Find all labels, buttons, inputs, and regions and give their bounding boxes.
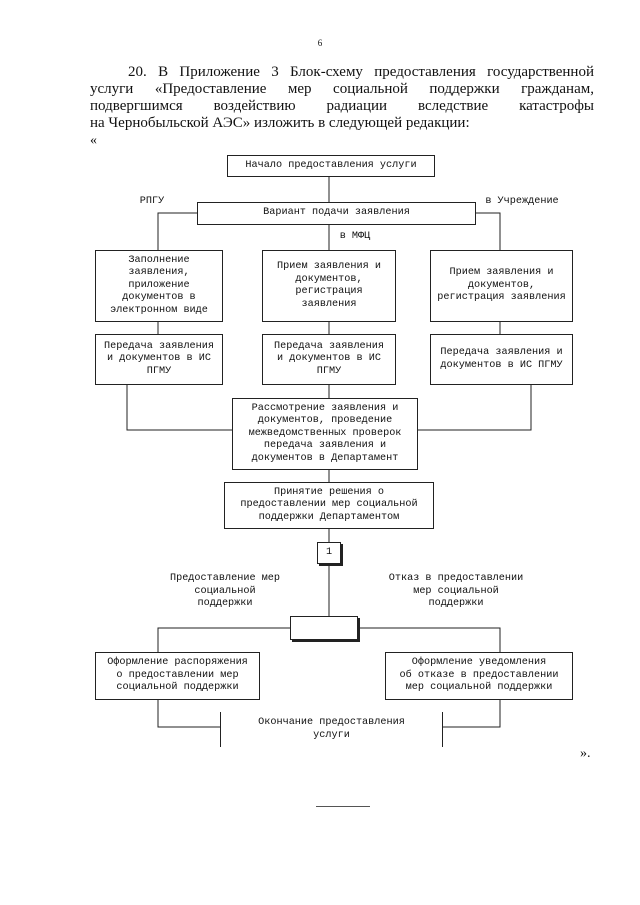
start-label: Начало предоставления услуги [245,159,417,171]
grant-order-box: Оформление распоряжения о предоставлении… [95,652,260,700]
transfer-middle-label: Передача заявления и документов в ИС ПГМ… [273,340,385,377]
refuse-notice-label: Оформление уведомления об отказе в предо… [399,657,559,694]
node-number-box: 1 [317,542,341,564]
rpgu-label: РПГУ [139,196,165,207]
end-box: Окончание предоставления услуги [220,712,443,747]
receive-institution-label: Прием заявления и документов, регистраци… [437,267,566,304]
paragraph-line: 20. В Приложение 3 Блок-схему предоставл… [128,64,594,80]
fill-online-label: Заполнение заявления, приложение докумен… [110,254,208,316]
start-box: Начало предоставления услуги [227,155,435,177]
transfer-right-box: Передача заявления и документов в ИС ПГМ… [430,334,573,385]
receive-institution-box: Прием заявления и документов, регистраци… [430,250,573,322]
paragraph-line: на Чернобыльской АЭС» изложить в следующ… [90,115,470,131]
paragraph-line: услуги «Предоставление мер социальной по… [90,81,594,97]
transfer-left-label: Передача заявления и документов в ИС ПГМ… [103,340,215,377]
decision-label: Принятие решения о предоставлении мер со… [240,486,418,523]
receive-mfc-box: Прием заявления и документов, регистраци… [262,250,396,322]
closing-quote: ». [580,746,591,761]
receive-mfc-label: Прием заявления и документов, регистраци… [277,261,381,310]
refuse-notice-box: Оформление уведомления об отказе в предо… [385,652,573,700]
amendment-paragraph: 20. В Приложение 3 Блок-схему предоставл… [90,64,594,132]
footer-separator [316,806,370,807]
branch-split-box [290,616,358,640]
grant-branch-label: Предоставление мер социальной поддержки [169,573,281,609]
review-label: Рассмотрение заявления и документов, про… [248,402,402,464]
submission-variant-label: Вариант подачи заявления [263,207,410,219]
transfer-right-label: Передача заявления и документов в ИС ПГМ… [440,347,563,371]
transfer-middle-box: Передача заявления и документов в ИС ПГМ… [262,334,396,385]
review-box: Рассмотрение заявления и документов, про… [232,398,418,470]
node-number: 1 [325,546,333,558]
opening-quote: « [90,133,97,148]
page-number: 6 [317,38,323,48]
transfer-left-box: Передача заявления и документов в ИС ПГМ… [95,334,223,385]
submission-variant-box: Вариант подачи заявления [197,202,476,225]
refuse-branch-label: Отказ в предоставлении мер социальной по… [388,573,524,609]
fill-online-box: Заполнение заявления, приложение докумен… [95,250,223,322]
paragraph-line: подвергшимся воздействию радиации вследс… [90,98,594,114]
end-label: Окончание предоставления услуги [258,717,405,741]
decision-box: Принятие решения о предоставлении мер со… [224,482,434,529]
mfc-label: в МФЦ [339,231,371,242]
institution-label: в Учреждение [485,196,559,207]
grant-order-label: Оформление распоряжения о предоставлении… [107,657,248,694]
